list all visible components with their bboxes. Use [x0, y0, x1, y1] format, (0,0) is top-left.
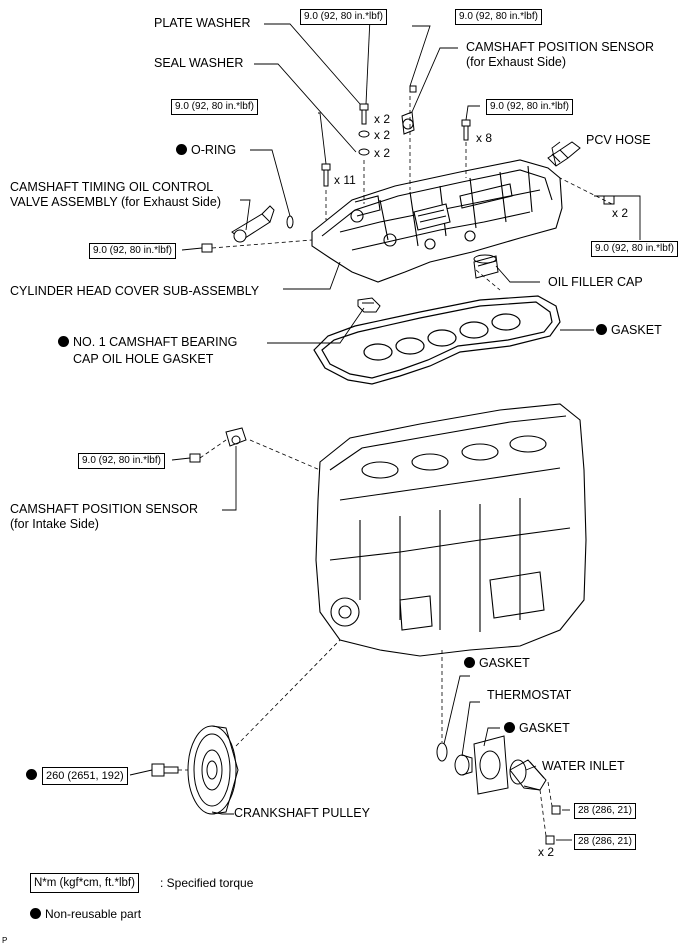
qty-plate-washer: x 2	[374, 146, 391, 160]
nonreusable-dot-icon	[596, 324, 607, 335]
qty-seal-washer: x 2	[374, 128, 391, 142]
torque-cover-bolts-8: 9.0 (92, 80 in.*lbf)	[486, 99, 573, 115]
label-cam-sensor-in-line2: (for Intake Side)	[10, 517, 99, 531]
torque-cover-bolts-11: 9.0 (92, 80 in.*lbf)	[171, 99, 258, 115]
torque-pulley-bolt: 260 (2651, 192)	[42, 767, 128, 785]
label-cap-gasket-line1-text: NO. 1 CAMSHAFT BEARING	[73, 335, 238, 349]
label-ocv-line2: VALVE ASSEMBLY (for Exhaust Side)	[10, 195, 221, 209]
label-ocv-line1: CAMSHAFT TIMING OIL CONTROL	[10, 180, 214, 194]
legend-nonreusable: Non-reusable part	[30, 905, 141, 923]
qty-plate-washer-bolt: x 2	[374, 112, 391, 126]
label-o-ring: O-RING	[176, 143, 236, 158]
nonreusable-dot-icon	[504, 722, 515, 733]
cover-gasket	[313, 295, 561, 385]
label-thermostat: THERMOSTAT	[487, 688, 572, 702]
oil-filler-cap	[473, 254, 499, 279]
water-inlet-part	[509, 759, 547, 791]
label-gasket-lower: GASKET	[504, 721, 570, 736]
cam-sensor-exhaust	[401, 111, 415, 135]
nonreusable-dot-icon	[30, 908, 41, 919]
thermostat-part	[454, 754, 473, 776]
leader-lines	[129, 17, 641, 841]
corner-mark: P	[2, 936, 8, 945]
torque-water-inlet-nut: 28 (286, 21)	[574, 834, 636, 850]
label-cap-gasket-line1: NO. 1 CAMSHAFT BEARING	[58, 335, 237, 350]
label-oil-filler-cap: OIL FILLER CAP	[548, 275, 643, 289]
label-head-cover: CYLINDER HEAD COVER SUB-ASSEMBLY	[10, 284, 260, 298]
cam-sensor-intake	[225, 427, 247, 447]
nonreusable-dot-icon	[464, 657, 475, 668]
nonreusable-dot-icon	[176, 144, 187, 155]
legend-nonreusable-text: Non-reusable part	[45, 907, 142, 921]
assembly-dashes	[178, 96, 613, 837]
torque-water-inlet-bolt: 28 (286, 21)	[574, 803, 636, 819]
water-inlet-fasteners	[545, 805, 561, 845]
cylinder-head-cover	[311, 159, 563, 283]
label-plate-washer: PLATE WASHER	[154, 16, 251, 30]
gasket-small	[436, 742, 448, 762]
qty-water-inlet-nuts: x 2	[538, 845, 555, 859]
crankshaft-pulley-part	[187, 725, 239, 815]
qty-cover-nuts: x 2	[612, 206, 629, 220]
label-cam-sensor-in-line1: CAMSHAFT POSITION SENSOR	[10, 502, 198, 516]
label-crankshaft-pulley: CRANKSHAFT PULLEY	[234, 806, 370, 820]
qty-cover-bolts-8: x 8	[476, 131, 493, 145]
label-pcv-hose: PCV HOSE	[586, 133, 651, 147]
o-ring	[286, 215, 294, 229]
torque-cover-nuts: 9.0 (92, 80 in.*lbf)	[591, 241, 678, 257]
label-gasket-cover-text: GASKET	[611, 323, 662, 337]
label-gasket-lower-text: GASKET	[519, 721, 570, 735]
label-gasket-upper-text: GASKET	[479, 656, 530, 670]
torque-ocv-bolt: 9.0 (92, 80 in.*lbf)	[89, 243, 176, 259]
label-cam-sensor-ex-line1: CAMSHAFT POSITION SENSOR	[466, 40, 654, 54]
gasket-water-inlet	[473, 735, 509, 795]
label-cam-sensor-ex-line2: (for Exhaust Side)	[466, 55, 567, 69]
pcv-hose	[547, 141, 581, 167]
legend-torque-key: N*m (kgf*cm, ft.*lbf)	[30, 873, 139, 893]
label-seal-washer: SEAL WASHER	[154, 56, 244, 70]
label-cap-gasket-line2: CAP OIL HOLE GASKET	[73, 352, 214, 366]
torque-plate-washer-bolt: 9.0 (92, 80 in.*lbf)	[300, 9, 387, 25]
camshaft-cap-oil-hole-gasket	[357, 297, 381, 313]
torque-cam-sensor-exhaust: 9.0 (92, 80 in.*lbf)	[455, 9, 542, 25]
torque-cam-sensor-intake: 9.0 (92, 80 in.*lbf)	[78, 453, 165, 469]
nonreusable-dot-icon	[26, 769, 37, 780]
nonreusable-dot-icon	[58, 336, 69, 347]
qty-cover-bolts-11: x 11	[334, 173, 356, 187]
pulley-bolt	[151, 763, 179, 777]
label-gasket-upper: GASKET	[464, 656, 530, 671]
label-gasket-cover: GASKET	[596, 323, 662, 338]
ocv-exhaust	[231, 205, 275, 243]
upper-fasteners	[189, 85, 615, 463]
cylinder-block	[315, 403, 587, 657]
label-o-ring-text: O-RING	[191, 143, 237, 157]
legend-torque-text: : Specified torque	[160, 876, 254, 890]
label-water-inlet: WATER INLET	[542, 759, 625, 773]
